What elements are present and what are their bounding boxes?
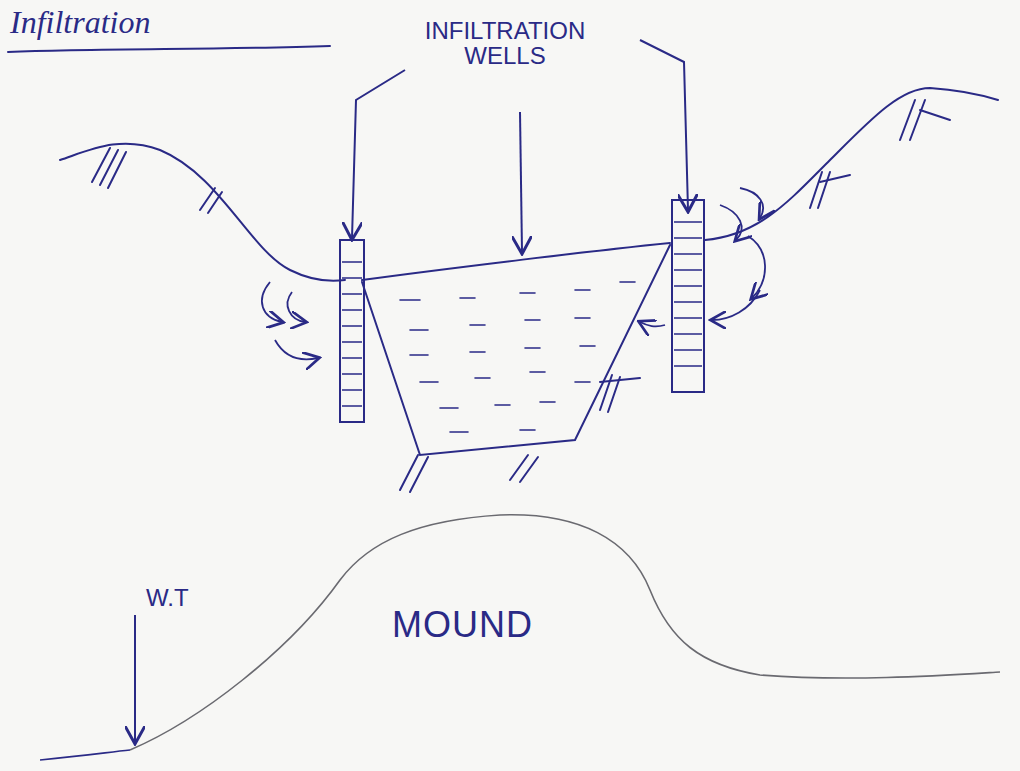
mound-label: MOUND <box>392 604 533 646</box>
wells-label: INFILTRATION WELLS <box>410 18 600 68</box>
diagram-title: Infiltration <box>10 4 150 41</box>
water-table-label: W.T <box>146 584 189 612</box>
